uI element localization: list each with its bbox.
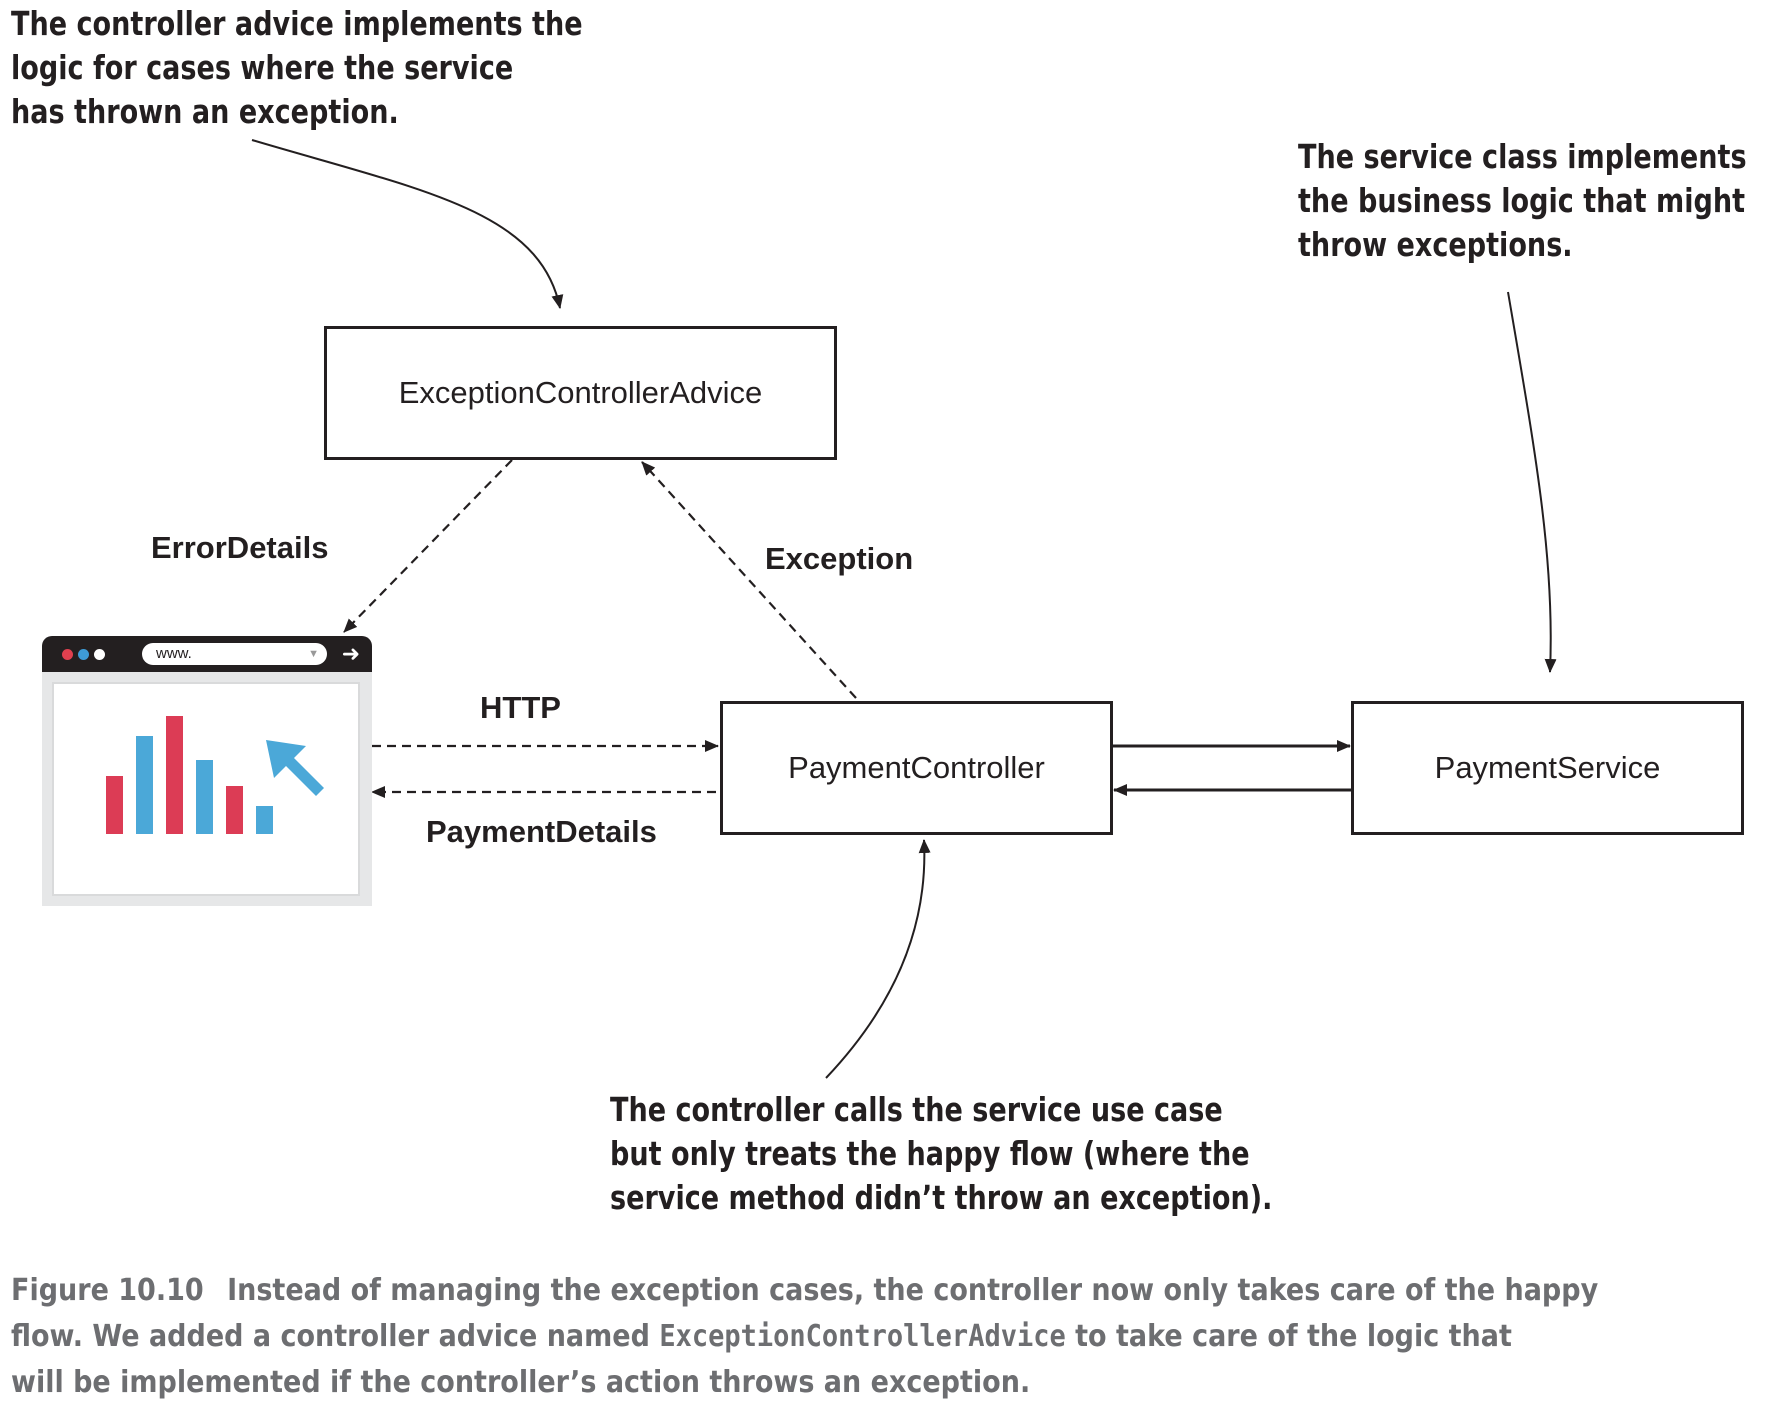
error-details-label: ErrorDetails (151, 530, 329, 565)
exception-label: Exception (765, 541, 914, 576)
advice-annotation-line: has thrown an exception. (11, 92, 399, 131)
advice-annotation-line: The controller advice implements the (11, 4, 583, 43)
payment-controller-box: PaymentController (720, 701, 1113, 835)
browser-close-dot (62, 649, 73, 660)
illustration-bar (256, 806, 273, 834)
controller-annotation-line: The controller calls the service use cas… (610, 1090, 1223, 1129)
browser-viewport (42, 672, 372, 906)
arrow-right-icon: ➜ (341, 641, 360, 666)
figure-number: Figure 10.10 (11, 1273, 204, 1308)
payment-service-box: PaymentService (1351, 701, 1744, 835)
service-annotation-pointer (1507, 291, 1557, 673)
exception-arrow (641, 461, 857, 699)
illustration-bar (226, 786, 243, 834)
browser-minimize-dot (78, 649, 89, 660)
caption-code: ExceptionControllerAdvice (659, 1319, 1066, 1354)
illustration-bar (196, 760, 213, 834)
controller-annotation: The controller calls the service use cas… (610, 1088, 1272, 1220)
service-annotation-line: throw exceptions. (1298, 225, 1573, 264)
cursor-arrow-icon (266, 740, 324, 796)
controller-annotation-line: but only treats the happy flow (where th… (610, 1134, 1250, 1173)
caption-line: flow. We added a controller advice named… (11, 1314, 1586, 1360)
exception-controller-advice-box: ExceptionControllerAdvice (324, 326, 837, 460)
controller-annotation-pointer (825, 839, 931, 1079)
caption-line: will be implemented if the controller’s … (11, 1360, 1586, 1406)
illustration-bar (136, 736, 153, 834)
caption-line: Figure 10.10 Instead of managing the exce… (11, 1268, 1598, 1314)
dropdown-caret-icon: ▼ (308, 648, 319, 660)
payment-controller-label: PaymentController (788, 750, 1045, 785)
advice-annotation-line: logic for cases where the service (11, 48, 514, 87)
browser-page (52, 682, 360, 896)
caption-text: flow. We added a controller advice named (11, 1319, 650, 1354)
payment-service-label: PaymentService (1434, 750, 1661, 785)
illustration-bar (106, 776, 123, 834)
browser-address-bar: www. ▼ (142, 643, 327, 665)
figure-caption: Figure 10.10 Instead of managing the exce… (11, 1268, 1598, 1406)
browser-toolbar: www. ▼ ➜ (42, 636, 372, 672)
service-annotation: The service class implements the busines… (1298, 135, 1747, 267)
error-details-arrow (343, 459, 513, 633)
illustration-bar (166, 716, 183, 834)
advice-annotation: The controller advice implements the log… (11, 2, 583, 134)
advice-annotation-pointer (251, 139, 564, 309)
payment-details-label: PaymentDetails (426, 814, 657, 849)
http-label: HTTP (480, 690, 561, 725)
bar-chart-illustration (106, 716, 324, 834)
browser-maximize-dot (94, 649, 105, 660)
service-annotation-line: The service class implements (1298, 137, 1747, 176)
caption-text: to take care of the logic that (1075, 1319, 1512, 1354)
caption-text: will be implemented if the controller’s … (11, 1365, 1031, 1400)
caption-text: Instead of managing the exception cases,… (227, 1273, 1599, 1308)
browser-client-icon: www. ▼ ➜ (42, 636, 372, 906)
exception-controller-advice-label: ExceptionControllerAdvice (398, 375, 763, 410)
service-annotation-line: the business logic that might (1298, 181, 1746, 220)
browser-url-text: www. (156, 645, 192, 662)
controller-annotation-line: service method didn’t throw an exception… (610, 1178, 1273, 1217)
